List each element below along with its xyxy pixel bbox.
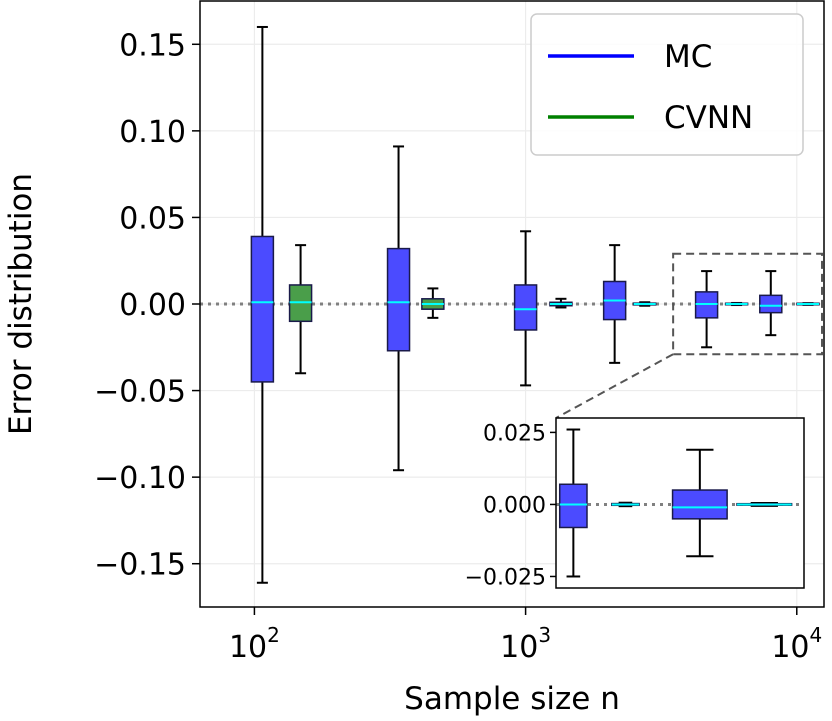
inset-zoom-panel: −0.025 0.000 0.025: [465, 417, 805, 590]
inset-box-mc: [558, 428, 588, 578]
inset-y-tick-label: 0.025: [483, 421, 546, 446]
box-mc: [694, 270, 719, 349]
box-mc: [250, 25, 275, 584]
box-cvnn: [632, 301, 657, 307]
iqr-box: [513, 284, 538, 331]
y-tick-label: −0.10: [94, 461, 186, 496]
box-cvnn: [549, 297, 573, 309]
y-tick-label: 0.10: [119, 115, 186, 150]
iqr-box: [250, 235, 275, 383]
x-axis-title: Sample size n: [404, 681, 620, 717]
y-tick-label: 0.15: [119, 28, 186, 63]
box-cvnn: [288, 244, 313, 375]
legend: MC CVNN: [530, 13, 804, 156]
x-axis-ticks: 102 103 104: [229, 607, 822, 665]
legend-label-mc: MC: [664, 39, 712, 75]
zoom-region-box: [672, 252, 823, 356]
x-tick-label: 103: [500, 623, 551, 665]
inset-frame: [555, 417, 805, 589]
box-cvnn: [796, 302, 820, 306]
box-cvnn: [421, 287, 445, 319]
iqr-box: [671, 489, 728, 520]
y-axis-title: Error distribution: [3, 173, 39, 435]
box-cvnn: [724, 301, 749, 307]
zoom-connector-line: [555, 353, 674, 419]
legend-label-cvnn: CVNN: [664, 100, 753, 136]
box-layer: [250, 25, 820, 584]
iqr-box: [558, 483, 588, 529]
inset-box-cvnn: [611, 501, 640, 508]
box-mc: [602, 244, 627, 364]
y-tick-label: 0.05: [119, 201, 186, 236]
inset-box-cvnn: [736, 502, 793, 507]
box-mc: [513, 230, 538, 387]
zoom-indicator: [555, 252, 823, 419]
box-mc: [386, 145, 411, 472]
inset-y-axis-ticks: −0.025 0.000 0.025: [465, 421, 556, 590]
y-tick-label: −0.05: [94, 375, 186, 410]
inset-y-tick-label: 0.000: [483, 493, 546, 518]
inset-y-tick-label: −0.025: [465, 565, 546, 590]
x-tick-label: 102: [229, 623, 280, 665]
box-mc: [759, 270, 783, 337]
y-tick-label: −0.15: [94, 548, 186, 583]
inset-box-mc: [671, 448, 728, 558]
iqr-box: [386, 247, 411, 352]
iqr-box: [759, 294, 783, 314]
y-tick-label: 0.00: [119, 288, 186, 323]
legend-frame: [530, 13, 804, 156]
x-tick-label: 104: [771, 623, 822, 665]
inset-box-layer: [558, 428, 793, 578]
y-axis-ticks: −0.15 −0.10 −0.05 0.00 0.05 0.10 0.15: [94, 28, 200, 583]
